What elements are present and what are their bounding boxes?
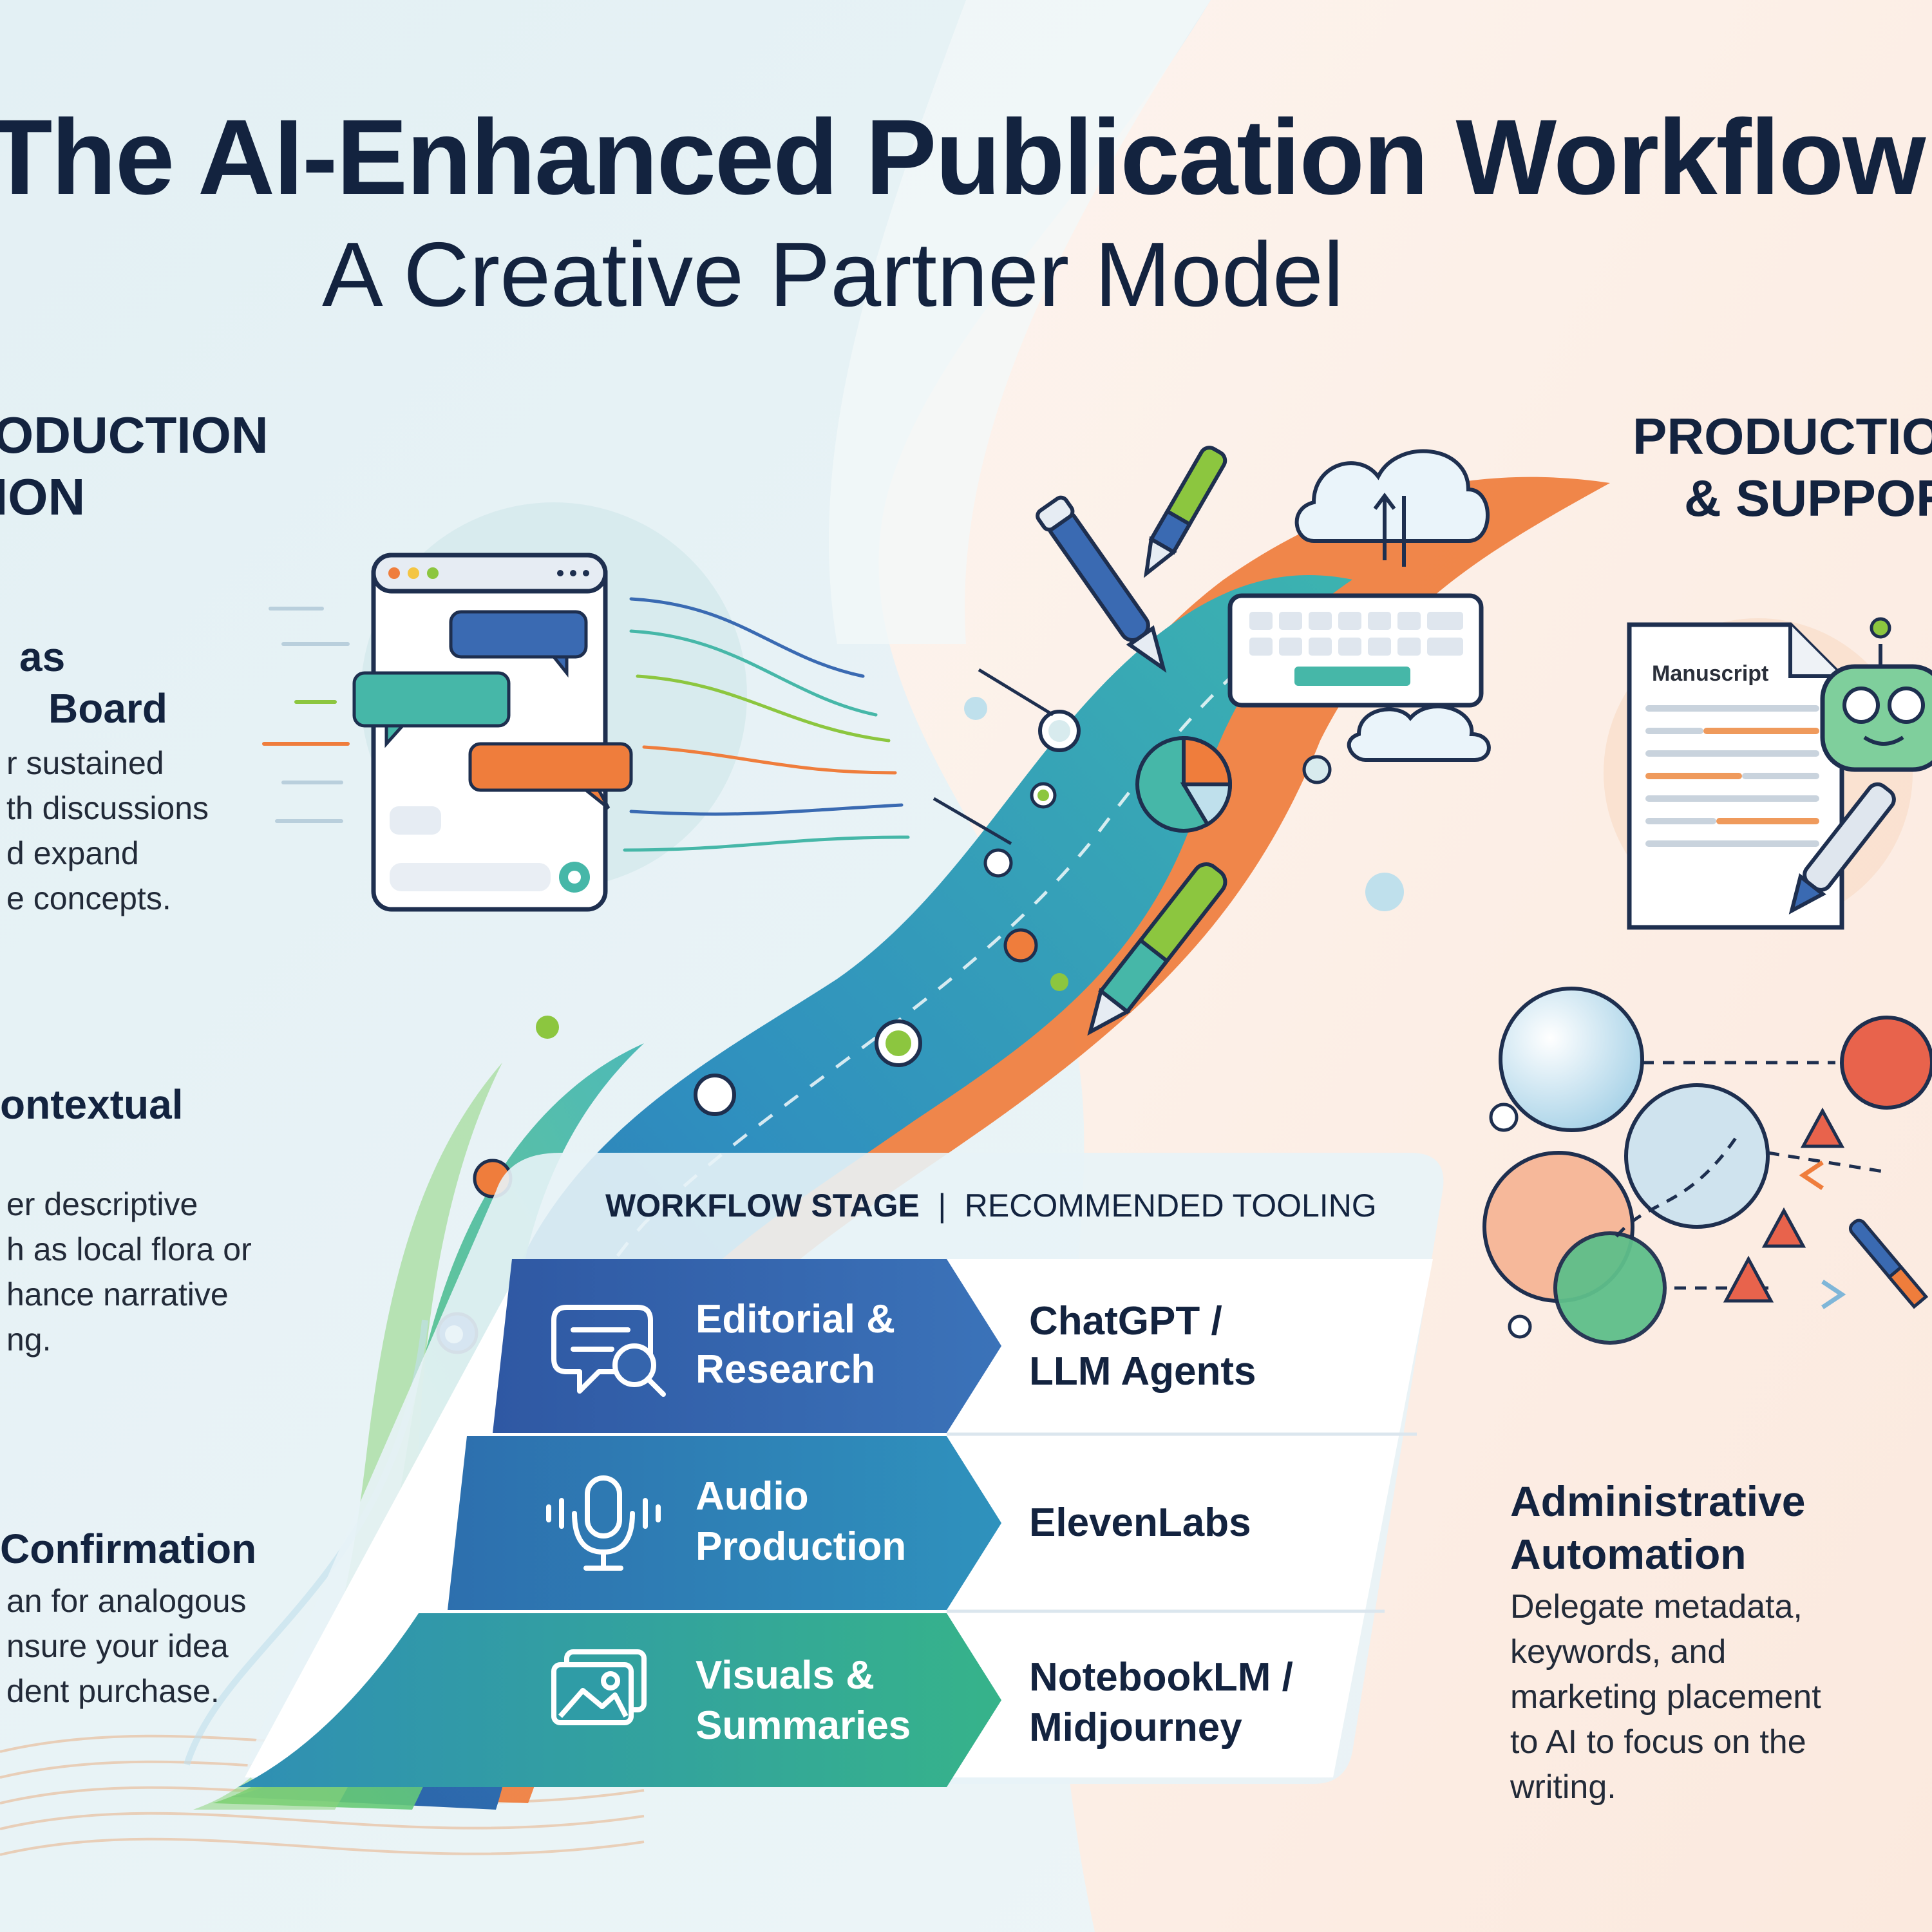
header-separator: |	[938, 1188, 947, 1224]
robot-icon	[1820, 617, 1932, 772]
header-workflow-stage: WORKFLOW STAGE	[605, 1188, 920, 1224]
workflow-table	[238, 1153, 1444, 1787]
left-section-heading: ODUCTION ION	[0, 406, 269, 526]
page-subtitle: A Creative Partner Model	[322, 223, 1344, 326]
item-heading: ontextual	[0, 1081, 184, 1128]
tools-icon	[1848, 1218, 1929, 1309]
admin-automation-block: Administrative Automation Delegate metad…	[1510, 1475, 1821, 1810]
left-item-idea-board: as Board r sustained th discussions d ex…	[0, 631, 209, 921]
stage-audio-production: Audio Production	[696, 1474, 907, 1569]
item-heading: Confirmation	[0, 1526, 257, 1572]
tool-chatgpt: ChatGPT / LLM Agents	[1029, 1299, 1256, 1394]
stage-editorial-research: Editorial & Research	[696, 1297, 896, 1392]
image-gallery-icon	[551, 1649, 647, 1725]
cloud-keyboard-illustration	[1227, 449, 1491, 762]
item-heading: as	[19, 634, 66, 680]
header-recommended-tooling: RECOMMENDED TOOLING	[964, 1188, 1377, 1224]
pie-chart-illustration	[1135, 735, 1233, 833]
chat-window-illustration	[262, 553, 910, 912]
left-item-contextual: ontextual er descriptive h as local flor…	[0, 1079, 252, 1362]
table-header: WORKFLOW STAGE | RECOMMENDED TOOLING	[605, 1187, 1377, 1224]
item-heading: Board	[48, 685, 167, 732]
tool-notebooklm-midjourney: NotebookLM / Midjourney	[1029, 1655, 1293, 1750]
microphone-icon	[546, 1475, 661, 1571]
stage-visuals-summaries: Visuals & Summaries	[696, 1653, 911, 1748]
manuscript-illustration	[1627, 622, 1896, 930]
admin-heading: Automation	[1510, 1530, 1747, 1578]
right-section-heading: PRODUCTIO & SUPPOR	[1633, 408, 1932, 527]
network-bubbles-illustration	[1482, 987, 1932, 1345]
chat-search-icon	[551, 1305, 666, 1397]
admin-heading: Administrative	[1510, 1477, 1806, 1525]
manuscript-label: Manuscript	[1652, 661, 1769, 686]
tool-elevenlabs: ElevenLabs	[1029, 1501, 1251, 1545]
left-item-confirmation: Confirmation an for analogous nsure your…	[0, 1523, 256, 1714]
pen-illustration	[1036, 446, 1227, 1036]
page-title: The AI-Enhanced Publication Workflow:	[0, 98, 1932, 217]
